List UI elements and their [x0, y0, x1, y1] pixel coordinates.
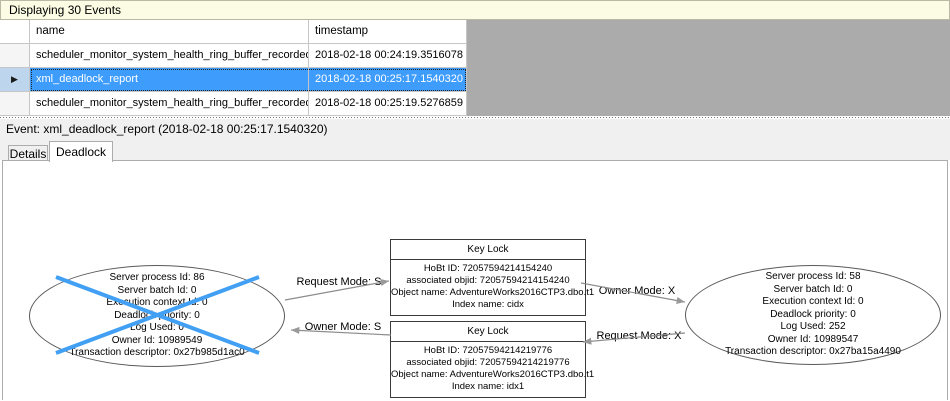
grid-detail-splitter[interactable]	[0, 116, 950, 119]
resource-node-key-lock-cidx[interactable]: Key Lock HoBt ID: 72057594214154240 asso…	[390, 239, 595, 316]
process-attr: Transaction descriptor: 0x27ba15a4490	[725, 346, 901, 358]
event-name-cell[interactable]: scheduler_monitor_system_health_ring_buf…	[30, 44, 309, 68]
event-row[interactable]: scheduler_monitor_system_health_ring_buf…	[0, 44, 467, 68]
resource-attr: Index name: cidx	[452, 299, 524, 310]
tab-details[interactable]: Details	[8, 145, 48, 161]
column-header-timestamp[interactable]: timestamp	[309, 20, 467, 44]
edge-label-request-s: Request Mode: S	[296, 276, 382, 288]
events-count-text: Displaying 30 Events	[9, 3, 122, 17]
events-count-bar: Displaying 30 Events	[0, 0, 950, 20]
process-attr: Server batch Id: 0	[773, 283, 853, 295]
current-row-indicator-icon: ▶	[11, 74, 18, 84]
event-name-cell[interactable]: xml_deadlock_report	[30, 68, 309, 92]
grid-header-row: name timestamp	[0, 20, 467, 44]
resource-attr: associated objid: 72057594214219776	[406, 357, 570, 368]
process-attr: Server process Id: 58	[765, 271, 861, 283]
resource-attr: associated objid: 72057594214154240	[406, 275, 570, 286]
selected-event-bar: Event: xml_deadlock_report (2018-02-18 0…	[0, 119, 950, 140]
resource-node-key-lock-idx1[interactable]: Key Lock HoBt ID: 72057594214219776 asso…	[390, 321, 595, 398]
event-row-selected[interactable]: ▶ xml_deadlock_report 2018-02-18 00:25:1…	[0, 68, 467, 92]
resource-title: Key Lock	[391, 322, 585, 342]
column-header-name[interactable]: name	[30, 20, 309, 44]
process-attr: Deadlock priority: 0	[114, 309, 200, 321]
edge-label-request-x: Request Mode: X	[596, 330, 682, 342]
resource-attr: Object name: AdventureWorks2016CTP3.dbo.…	[391, 369, 595, 380]
process-node-victim[interactable]: Server process Id: 86 Server batch Id: 0…	[29, 265, 285, 367]
row-selector-cell[interactable]	[0, 44, 30, 68]
event-name-cell[interactable]: scheduler_monitor_system_health_ring_buf…	[30, 92, 309, 116]
event-timestamp-cell[interactable]: 2018-02-18 00:25:17.1540320	[309, 68, 467, 92]
process-attr: Server process Id: 86	[109, 272, 205, 284]
event-timestamp-cell[interactable]: 2018-02-18 00:25:19.5276859	[309, 92, 467, 116]
events-grid: name timestamp scheduler_monitor_system_…	[0, 20, 467, 116]
grid-empty-area	[467, 20, 950, 116]
process-attr: Deadlock priority: 0	[770, 308, 856, 320]
resource-attr: Object name: AdventureWorks2016CTP3.dbo.…	[391, 287, 595, 298]
process-attr: Execution context Id: 0	[106, 297, 208, 309]
selected-event-text: Event: xml_deadlock_report (2018-02-18 0…	[6, 122, 328, 136]
row-selector-header[interactable]	[0, 20, 30, 44]
resource-title: Key Lock	[391, 240, 585, 260]
event-row[interactable]: scheduler_monitor_system_health_ring_buf…	[0, 92, 467, 116]
deadlock-graph-panel: Server process Id: 86 Server batch Id: 0…	[2, 160, 948, 400]
edge-label-owner-s: Owner Mode: S	[304, 321, 382, 333]
event-timestamp-cell[interactable]: 2018-02-18 00:24:19.3516078	[309, 44, 467, 68]
tab-deadlock[interactable]: Deadlock	[49, 141, 113, 162]
process-attr: Log Used: 252	[780, 321, 846, 333]
process-attr: Server batch Id: 0	[117, 284, 197, 296]
process-attr: Transaction descriptor: 0x27b985d1ac0	[69, 347, 245, 359]
process-attr: Log Used: 0	[130, 322, 184, 334]
process-attr: Execution context Id: 0	[762, 296, 864, 308]
resource-attr: Index name: idx1	[451, 381, 525, 392]
process-attr: Owner Id: 10989547	[767, 333, 859, 345]
process-node-owner[interactable]: Server process Id: 58 Server batch Id: 0…	[685, 265, 941, 365]
resource-attr: HoBt ID: 72057594214154240	[423, 263, 553, 274]
row-selector-cell[interactable]	[0, 92, 30, 116]
row-selector-cell[interactable]: ▶	[0, 68, 30, 92]
detail-tab-strip: Details Deadlock	[0, 140, 950, 162]
edge-label-owner-x: Owner Mode: X	[598, 285, 676, 297]
resource-attr: HoBt ID: 72057594214219776	[423, 345, 553, 356]
process-attr: Owner Id: 10989549	[111, 334, 203, 346]
